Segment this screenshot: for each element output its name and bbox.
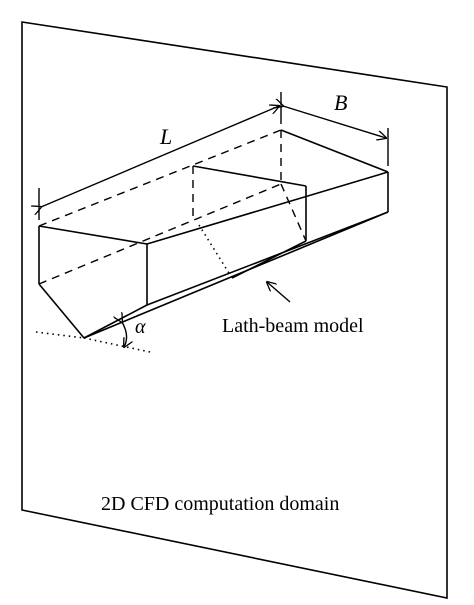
B-dimension-line (283, 106, 386, 138)
length-label: L (159, 124, 172, 149)
dotted-section-diagonal (198, 224, 233, 279)
section-top-left (192, 165, 307, 187)
lath-beam-model (38, 129, 389, 339)
domain-label: 2D CFD computation domain (101, 493, 339, 515)
keel-left-slope (38, 283, 85, 339)
computation-domain-plane (21, 21, 448, 599)
beam-label: B (334, 90, 347, 115)
keel-bottom-edge (83, 211, 389, 339)
model-label: Lath-beam model (222, 315, 364, 337)
alpha-arc (122, 322, 127, 347)
hidden-keel-right (280, 183, 307, 242)
model-leader-arrow (267, 282, 291, 303)
angle-alpha-label: α (135, 316, 146, 338)
top-right-edge (280, 129, 389, 173)
front-bottom-edge (146, 211, 389, 306)
keel-inner-edge (231, 240, 307, 279)
dotted-baseline-right (83, 337, 151, 353)
top-left-edge (38, 225, 148, 245)
dotted-baseline-left (35, 331, 85, 339)
top-front-edge (146, 171, 389, 245)
hidden-back-bottom (38, 183, 282, 285)
dimension-lines (39, 92, 389, 347)
L-dimension-line (41, 106, 279, 207)
